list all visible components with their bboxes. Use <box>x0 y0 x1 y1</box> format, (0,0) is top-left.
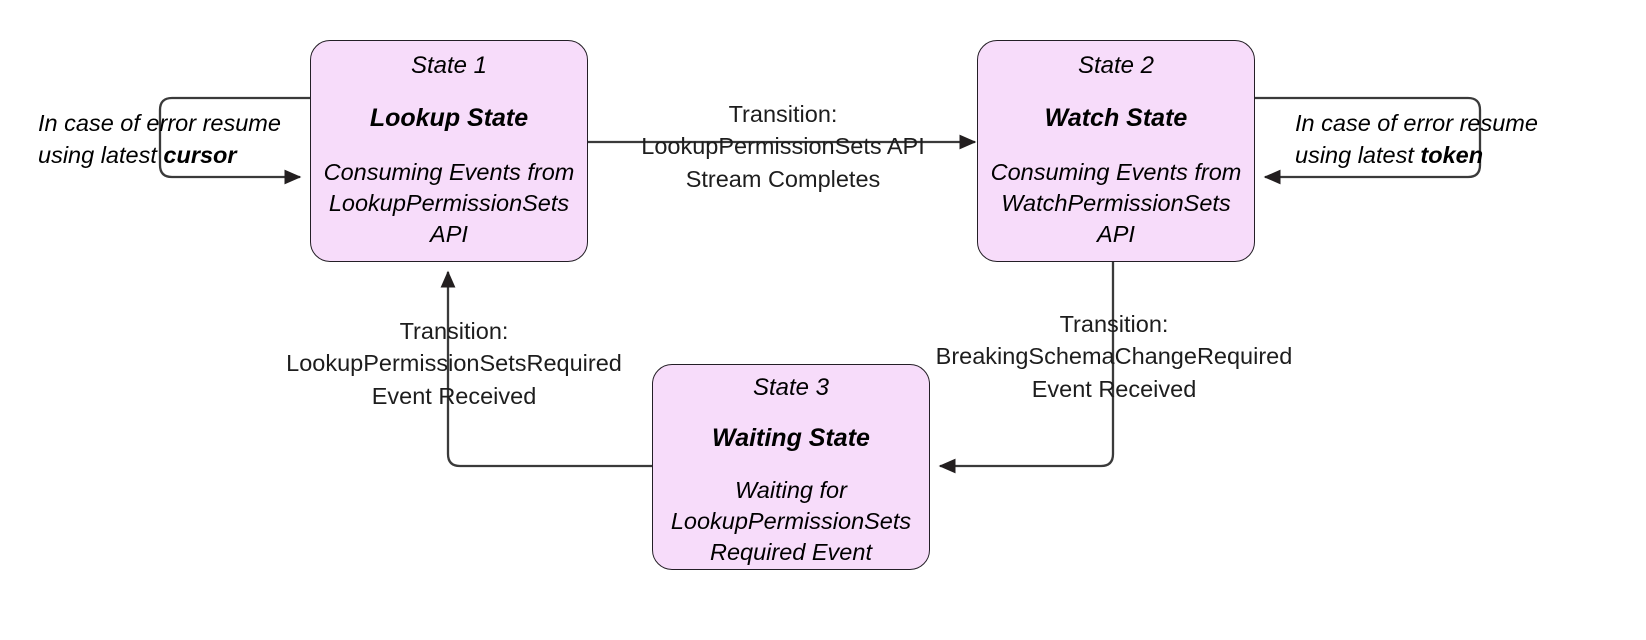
state-box-1[interactable]: State 1 Lookup State Consuming Events fr… <box>310 40 588 262</box>
state-box-3[interactable]: State 3 Waiting State Waiting for Lookup… <box>652 364 930 570</box>
edge-watch-error-loop <box>1255 96 1482 185</box>
loop-label-watch-error: In case of error resume using latest tok… <box>1295 108 1555 172</box>
transition-label-lookup-to-watch: Transition: LookupPermissionSets API Str… <box>641 101 925 192</box>
loop-label-lookup-error-line1: In case of error resume <box>38 110 281 136</box>
loop-label-lookup-error-prefix: using latest <box>38 141 164 168</box>
loop-label-watch-error-line1: In case of error resume <box>1295 110 1538 136</box>
loop-label-watch-error-line2: using latest token <box>1295 140 1555 172</box>
state-2-title: Watch State <box>1044 104 1188 133</box>
loop-label-lookup-error: In case of error resume using latest cur… <box>38 108 288 172</box>
state-1-description: Consuming Events from LookupPermissionSe… <box>323 158 575 248</box>
state-3-description: Waiting for LookupPermissionSets Require… <box>670 476 912 566</box>
transition-label-watch-to-waiting: Transition: BreakingSchemaChangeRequired… <box>935 311 1293 402</box>
loop-label-lookup-error-line2: using latest cursor <box>38 140 288 172</box>
state-2-description: Consuming Events from WatchPermissionSet… <box>990 158 1242 248</box>
transition-label-waiting-to-lookup: Transition: LookupPermissionSetsRequired… <box>286 318 622 409</box>
state-3-title: Waiting State <box>712 424 870 453</box>
edge-watch-to-waiting <box>938 262 1115 474</box>
loop-label-watch-error-prefix: using latest <box>1295 141 1421 168</box>
state-1-id: State 1 <box>410 52 488 79</box>
state-1-title: Lookup State <box>369 104 529 133</box>
state-3-id: State 3 <box>752 374 830 401</box>
loop-label-watch-error-emphasis: token <box>1420 141 1484 168</box>
loop-label-lookup-error-emphasis: cursor <box>163 141 237 168</box>
state-2-id: State 2 <box>1077 52 1155 79</box>
edge-waiting-to-lookup <box>440 270 652 468</box>
edge-lookup-error-loop <box>158 96 310 185</box>
state-box-2[interactable]: State 2 Watch State Consuming Events fro… <box>977 40 1255 262</box>
